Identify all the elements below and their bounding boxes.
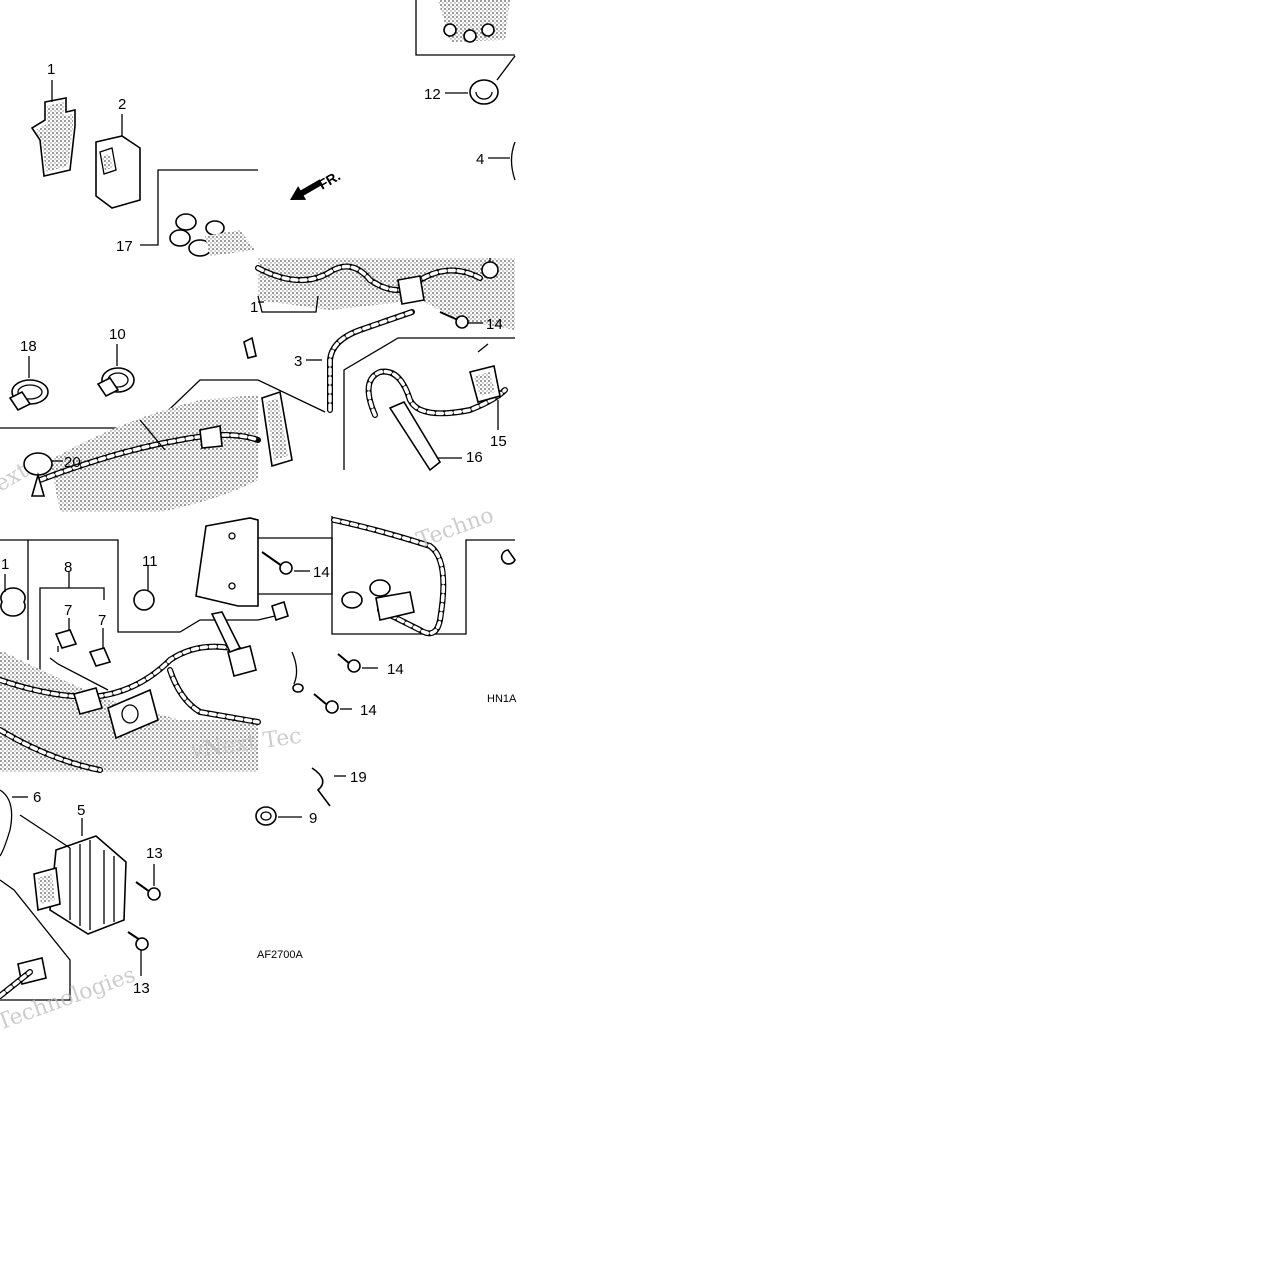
front-label: FR. [316, 167, 344, 192]
tile-top-middle [255, 0, 516, 472]
coupler-round [107, 688, 159, 740]
tile-top-left [30, 80, 323, 257]
callout-number: 7 [64, 602, 72, 619]
callout-number: 11 [142, 553, 158, 570]
bracket-stipple [36, 102, 73, 172]
relay-7-left [54, 629, 78, 652]
band-clamp-10 [96, 367, 135, 398]
callout-number: 6 [33, 789, 41, 806]
callout-number: 20 [64, 454, 81, 471]
callout-number: 15 [490, 433, 507, 450]
callout-number: 5 [77, 802, 85, 819]
callout-labels: 1 2 17 12 4 1 14 3 18 10 15 16 20 1 8 11… [1, 61, 507, 997]
clip-20 [23, 452, 53, 497]
callout-number: 13 [146, 845, 163, 862]
callout-number: 1 [250, 299, 258, 316]
tile-center [0, 516, 516, 773]
sleeve-16 [388, 400, 442, 472]
cover-plate [195, 517, 259, 607]
callout-number: 4 [476, 151, 484, 168]
callout-number: 17 [116, 238, 133, 255]
callout-number: 9 [309, 810, 317, 827]
callout-number: 1 [1, 556, 9, 573]
bolt-14-top [439, 311, 469, 329]
callout-number: 3 [294, 353, 302, 370]
callout-number: 7 [98, 612, 106, 629]
callout-number: 16 [466, 449, 483, 466]
band-clamp-9 [255, 806, 277, 826]
tile-lower-middle [255, 767, 346, 826]
clamp-11 [133, 589, 155, 611]
callout-number: 8 [64, 559, 72, 576]
relay-box [95, 135, 141, 209]
connector-cluster-top [438, 0, 510, 43]
regulator-rectifier [33, 835, 127, 935]
callout-number: 19 [350, 769, 367, 786]
frame-stipple-left [50, 395, 258, 512]
callout-number: 1 [47, 61, 55, 78]
relay-7-right [88, 647, 112, 667]
callout-number: 10 [109, 326, 126, 343]
callout-number: 14 [486, 316, 503, 333]
diagram-code: HN1A [487, 693, 517, 705]
callout-number: 18 [20, 338, 37, 355]
front-arrow-icon [290, 179, 323, 200]
clip-19 [311, 767, 331, 807]
callout-number: 12 [424, 86, 441, 103]
clamp-12 [469, 79, 499, 105]
band-clamp-18 [8, 379, 49, 412]
callout-number: 14 [313, 564, 330, 581]
watermark-text: Techno [414, 503, 498, 554]
callout-number: 14 [360, 702, 377, 719]
tile-middle-left [0, 336, 326, 512]
coupler-pair [341, 579, 415, 621]
callout-number: 2 [118, 96, 126, 113]
callout-number: 14 [387, 661, 404, 678]
connector-bundle-17 [169, 213, 255, 257]
diagram-code: AF2700A [257, 949, 304, 961]
callout-number: 13 [133, 980, 150, 997]
tile-lower-left [0, 789, 161, 1001]
